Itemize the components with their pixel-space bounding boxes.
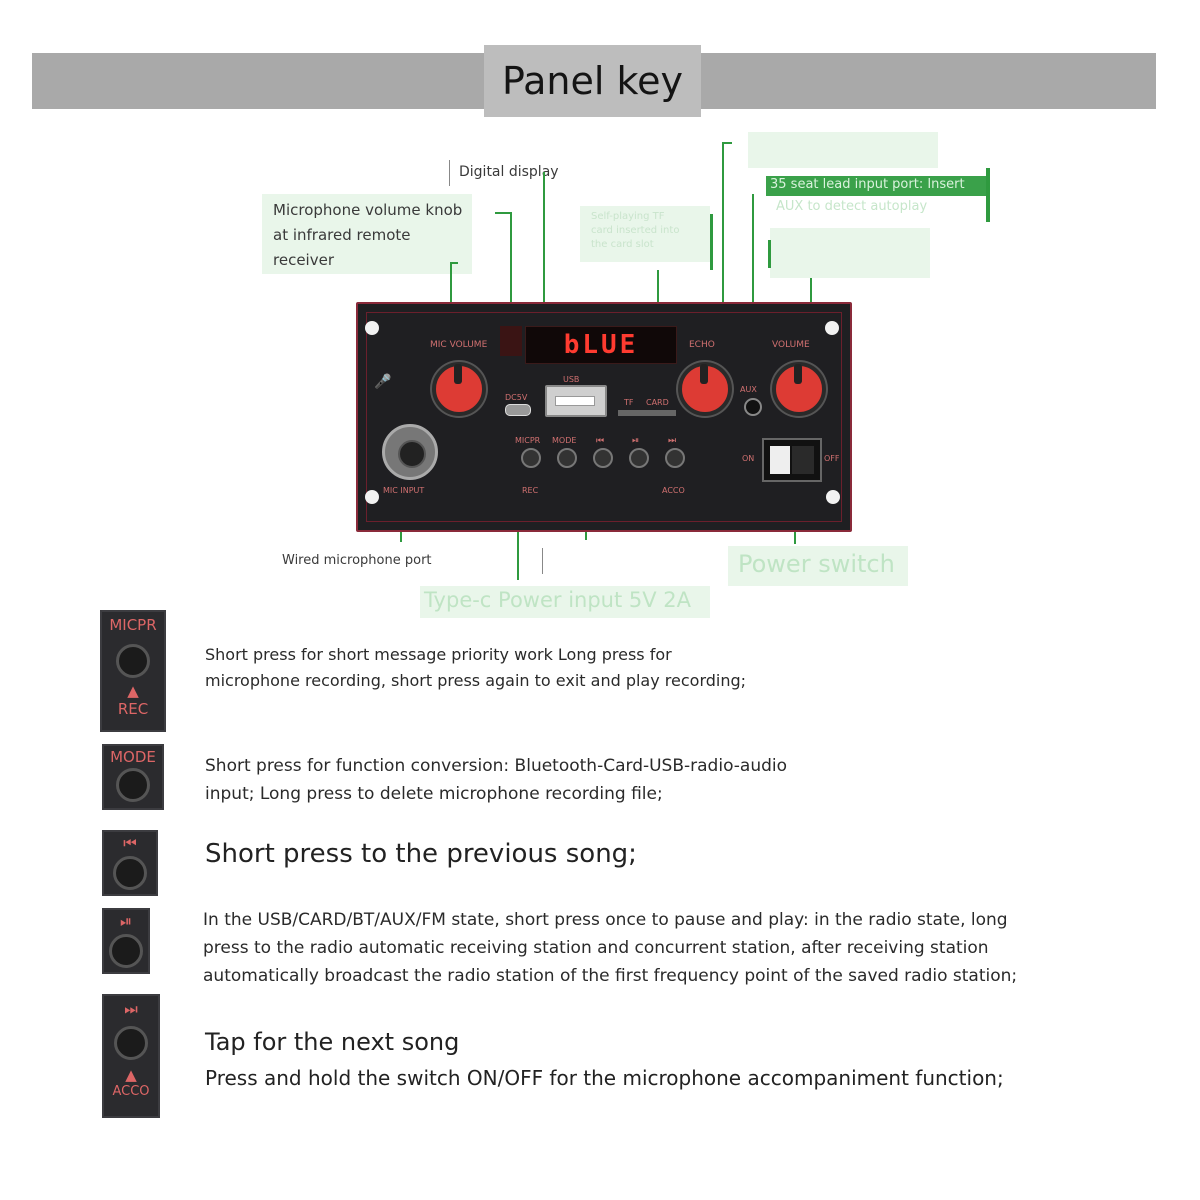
key-description: Short press for function conversion: Blu… (205, 756, 788, 804)
key-description: Tap for the next song Press and hold the… (205, 1028, 1004, 1090)
key-button (116, 644, 150, 678)
key-button (109, 934, 143, 968)
callout-wired-mic: Wired microphone port (282, 553, 432, 568)
leader-line (495, 212, 511, 214)
key-description: In the USB/CARD/BT/AUX/FM state, short p… (203, 910, 1018, 986)
label-tf: TF (624, 398, 634, 407)
play-pause-button[interactable] (629, 448, 649, 468)
callout-highlight (770, 228, 930, 278)
label-off: OFF (824, 454, 840, 463)
key-previous-image: ⏮ (102, 830, 158, 896)
mounting-hole (365, 321, 379, 335)
leader-line (710, 214, 713, 270)
previous-icon: ⏮ (123, 834, 137, 852)
leader-line (543, 172, 545, 332)
leader-line (768, 240, 771, 268)
label-mic-input: MIC INPUT (383, 486, 425, 495)
play-pause-icon: ⏯ (632, 436, 640, 446)
leader-line (752, 194, 754, 398)
previous-icon: ⏮ (596, 436, 605, 446)
micpr-button[interactable] (521, 448, 541, 468)
aux-port[interactable] (744, 398, 762, 416)
next-icon: ⏭ (124, 1000, 138, 1018)
key-play-pause-image: ⏯ (102, 908, 150, 974)
microphone-icon: 🎤 (374, 374, 392, 390)
power-switch[interactable] (762, 438, 822, 482)
leader-line (722, 142, 732, 144)
next-icon: ⏭ (668, 436, 677, 446)
header-tab: Panel key (484, 45, 701, 117)
label-aux: AUX (740, 385, 757, 394)
page-title: Panel key (501, 59, 684, 103)
label-on: ON (742, 454, 755, 463)
callout-tf-card: Self-playing TF card inserted into the c… (591, 211, 680, 250)
callout-highlight (262, 194, 472, 274)
key-button (116, 768, 150, 802)
key-micpr-image: MICPR ▲ REC (100, 610, 166, 732)
callout-power-switch: Power switch (738, 550, 895, 578)
up-arrow-icon: ▲ (127, 682, 139, 700)
callout-aux: 35 seat lead input port: Insert AUX to d… (770, 177, 965, 214)
play-pause-icon: ⏯ (119, 912, 132, 930)
tf-card-slot[interactable] (618, 410, 676, 416)
leader-line (722, 144, 724, 374)
key-button (114, 1026, 148, 1060)
label-accomp: ACCO (662, 486, 685, 495)
key-button (113, 856, 147, 890)
callout-typec: Type-c Power input 5V 2A (424, 588, 692, 612)
label-echo: ECHO (689, 340, 715, 350)
mounting-hole (825, 321, 839, 335)
label-rec: REC (522, 486, 539, 495)
label-mode: MODE (552, 436, 577, 445)
usb-port[interactable] (545, 385, 607, 417)
mic-input-jack[interactable] (382, 424, 438, 480)
key-next-image: ⏭ ▲ ACCO (102, 994, 160, 1118)
callout-mic-volume: Microphone volume knob at infrared remot… (273, 201, 463, 269)
key-label: REC (117, 700, 149, 718)
mic-volume-knob[interactable] (432, 362, 486, 416)
ir-receiver (500, 326, 522, 356)
typec-port[interactable] (505, 404, 531, 416)
label-dc5v: DC5V (505, 393, 528, 402)
key-mode-image: MODE (102, 744, 164, 810)
key-label: MICPR (109, 616, 157, 634)
label-card: CARD (646, 398, 669, 407)
next-button[interactable] (665, 448, 685, 468)
leader-line (449, 160, 450, 186)
mode-button[interactable] (557, 448, 577, 468)
display-text: bLUE (563, 330, 639, 360)
leader-line (542, 548, 543, 574)
callout-highlight (420, 586, 710, 618)
previous-button[interactable] (593, 448, 613, 468)
leader-line (450, 262, 458, 264)
label-volume: VOLUME (772, 340, 810, 350)
digital-display: bLUE (525, 326, 677, 364)
callout-digital-display: Digital display (459, 164, 559, 180)
key-description: Short press to the previous song; (205, 839, 637, 869)
label-micpr: MICPR (515, 436, 541, 445)
label-usb: USB (563, 375, 580, 384)
up-arrow-icon: ▲ (125, 1066, 137, 1084)
leader-line (510, 212, 512, 332)
callout-highlight (748, 132, 938, 168)
callout-highlight (728, 546, 908, 586)
label-mic-volume: MIC VOLUME (430, 340, 488, 350)
key-label: MODE (110, 748, 156, 766)
key-label: ACCO (112, 1084, 150, 1099)
volume-knob[interactable] (772, 362, 826, 416)
mounting-hole (365, 490, 379, 504)
callout-highlight (580, 206, 710, 262)
key-description: Short press for short message priority w… (205, 645, 747, 690)
callout-aux-box: 35 seat lead input port: Insert AUX to d… (766, 168, 990, 222)
echo-knob[interactable] (678, 362, 732, 416)
mounting-hole (826, 490, 840, 504)
